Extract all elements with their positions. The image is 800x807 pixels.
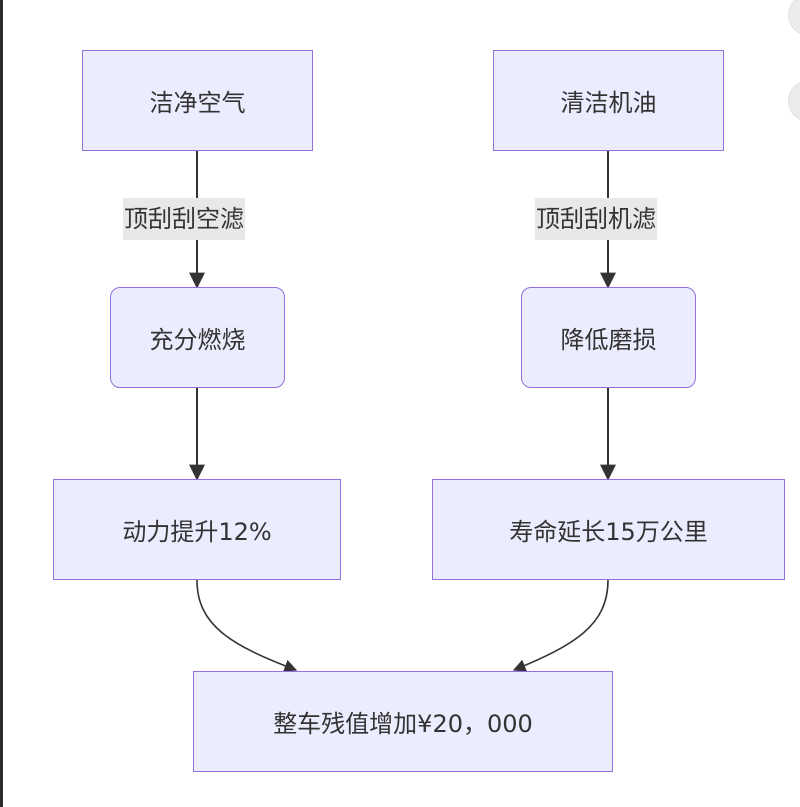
edge-power-up-to-residual-value [196, 579, 298, 672]
edge-label-air-filter: 顶刮刮空滤 [123, 198, 245, 240]
node-reduce-wear-label: 降低磨损 [560, 326, 657, 354]
node-clean-air-label: 洁净空气 [149, 89, 246, 117]
node-clean-air[interactable]: 洁净空气 [82, 50, 313, 151]
node-power-up[interactable]: 动力提升12% [53, 479, 341, 580]
node-reduce-wear[interactable]: 降低磨损 [521, 287, 696, 388]
node-clean-oil[interactable]: 清洁机油 [493, 50, 724, 151]
node-residual-value-label: 整车残值增加¥20，000 [273, 710, 533, 738]
node-power-up-label: 动力提升12% [122, 518, 272, 546]
node-full-combustion[interactable]: 充分燃烧 [110, 287, 285, 388]
node-full-combustion-label: 充分燃烧 [149, 326, 246, 354]
edge-label-oil-filter: 顶刮刮机滤 [535, 198, 657, 240]
node-life-extend[interactable]: 寿命延长15万公里 [432, 479, 785, 580]
window-left-border [0, 0, 3, 807]
edge-life-extend-to-residual-value [512, 579, 609, 672]
node-residual-value[interactable]: 整车残值增加¥20，000 [193, 671, 613, 772]
node-life-extend-label: 寿命延长15万公里 [509, 518, 708, 546]
node-clean-oil-label: 清洁机油 [560, 89, 657, 117]
